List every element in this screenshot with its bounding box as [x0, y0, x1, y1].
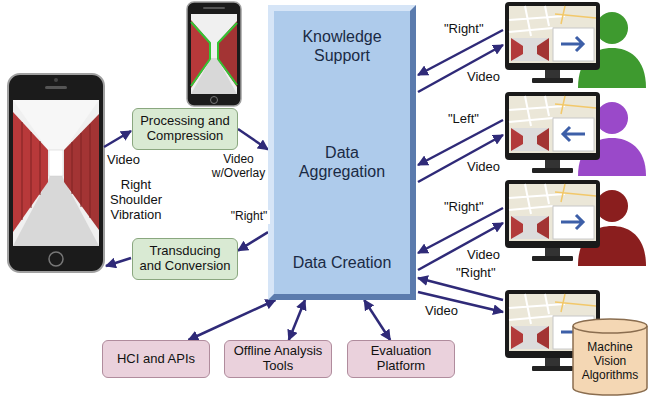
- signal-label: "Left": [447, 112, 480, 127]
- database-cylinder: Machine Vision Algorithms: [572, 318, 648, 396]
- signal-label: "Right": [443, 200, 485, 215]
- signal-label: "Right": [443, 22, 485, 37]
- node-text: Transducing and Conversion: [137, 244, 233, 274]
- signal-label: Video: [466, 160, 501, 175]
- process-box: Transducing and Conversion: [132, 238, 238, 280]
- monitor-3: [505, 180, 600, 261]
- connector-arrow: [238, 129, 268, 150]
- node-text: Evaluation Platform: [352, 344, 450, 374]
- monitor-arrows: [418, 30, 503, 312]
- signal-label: Video: [424, 304, 459, 319]
- signal-label: Right Shoulder Vibration: [106, 178, 166, 223]
- signal-label: "Right": [455, 266, 497, 281]
- node-text: Data Creation: [292, 253, 392, 272]
- node-text: Knowledge Support: [292, 27, 392, 65]
- node-text: Machine Vision Algorithms: [575, 341, 645, 382]
- connector-arrow: [289, 300, 305, 340]
- tool-box: Evaluation Platform: [347, 340, 455, 378]
- node-text: HCI and APIs: [117, 352, 195, 367]
- monitor-1: [505, 2, 600, 83]
- node-text: Processing and Compression: [137, 114, 233, 144]
- connector-arrow: [238, 232, 268, 250]
- node-text: Data Aggregation: [292, 143, 392, 181]
- edge-label: "Right": [228, 210, 270, 224]
- hub-box: Knowledge SupportData AggregationData Cr…: [268, 5, 416, 300]
- tool-box: HCI and APIs: [102, 340, 210, 378]
- signal-label: Video: [466, 70, 501, 85]
- connector-arrow: [364, 300, 390, 340]
- node-text: Offline Analysis Tools: [229, 344, 327, 374]
- phone-illustration: [8, 74, 104, 272]
- edge-label: Video w/Overlay: [209, 153, 268, 181]
- phone-overlay-illustration: [187, 2, 241, 106]
- tool-box: Offline Analysis Tools: [224, 340, 332, 378]
- process-box: Processing and Compression: [132, 108, 238, 150]
- signal-label: Video: [106, 153, 141, 168]
- connector-arrow: [188, 300, 275, 340]
- monitor-2: [505, 92, 600, 173]
- signal-label: Video: [466, 248, 501, 263]
